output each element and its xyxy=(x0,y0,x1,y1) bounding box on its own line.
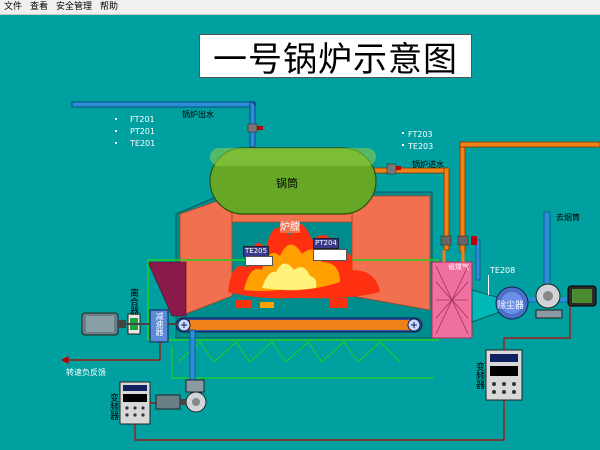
tag-ft203: FT203 xyxy=(408,130,433,139)
tag-te208: TE208 xyxy=(490,266,516,275)
economizer-label: 省煤气 xyxy=(448,263,469,271)
economizer-icon xyxy=(431,261,473,339)
blower-icon[interactable] xyxy=(185,379,207,413)
signal-lines xyxy=(61,306,571,441)
tag-te201: TE201 xyxy=(130,139,156,148)
inlet-pipe xyxy=(371,141,600,281)
tag-pt204[interactable]: PT204 xyxy=(313,238,339,249)
furnace-label: 炉膛 xyxy=(280,218,300,233)
dust-collector-label: 除尘器 xyxy=(497,301,525,311)
feedback-label: 转速负反馈 xyxy=(66,368,106,377)
inlet-pipe-label: 锅炉进水 xyxy=(412,160,444,169)
reducer-label: 减速器 xyxy=(155,312,164,336)
inlet-valve-icon[interactable] xyxy=(386,163,401,175)
outlet-valve-icon[interactable] xyxy=(247,123,263,133)
chimney-pipe xyxy=(543,211,551,289)
tag-te203: TE203 xyxy=(408,142,434,151)
induced-fan-icon[interactable] xyxy=(535,283,563,319)
outlet-pipe-label: 锅炉出水 xyxy=(182,110,214,119)
instrument-dots xyxy=(115,118,404,146)
menu-bar: 文件查看安全管理帮助 xyxy=(0,0,600,15)
blower-motor-icon[interactable] xyxy=(155,394,186,410)
inverter-left-icon[interactable] xyxy=(119,381,151,425)
inverter-right-icon[interactable] xyxy=(485,349,523,401)
blower-pipe xyxy=(189,329,196,385)
reducer-icon[interactable] xyxy=(149,309,169,343)
tag-pt201: PT201 xyxy=(130,127,155,136)
drum-icon xyxy=(209,147,377,215)
te205-value-box xyxy=(245,256,273,266)
clutch-label: 离合器 xyxy=(128,288,138,315)
menu-security[interactable]: 安全管理 xyxy=(56,2,93,12)
page-title: 一号锅炉示意图 xyxy=(199,34,472,80)
menu-file[interactable]: 文件 xyxy=(4,2,23,12)
economizer-valve-icons[interactable] xyxy=(440,235,477,246)
outlet-pipe xyxy=(71,101,256,148)
dust-collector-icon xyxy=(495,286,529,320)
menu-view[interactable]: 查看 xyxy=(30,2,49,12)
menu-help[interactable]: 帮助 xyxy=(100,2,119,12)
drum-label: 锅筒 xyxy=(276,177,298,190)
pt204-value-box xyxy=(313,249,347,261)
fan-motor-icon[interactable] xyxy=(567,285,597,307)
inverter-left-label: 变频器 xyxy=(108,393,118,420)
chimney-label: 去烟筒 xyxy=(556,213,580,222)
conveyor xyxy=(171,317,434,379)
inverter-right-label: 变频器 xyxy=(474,362,484,389)
te208-leader xyxy=(488,275,489,295)
tag-ft201: FT201 xyxy=(130,115,155,124)
